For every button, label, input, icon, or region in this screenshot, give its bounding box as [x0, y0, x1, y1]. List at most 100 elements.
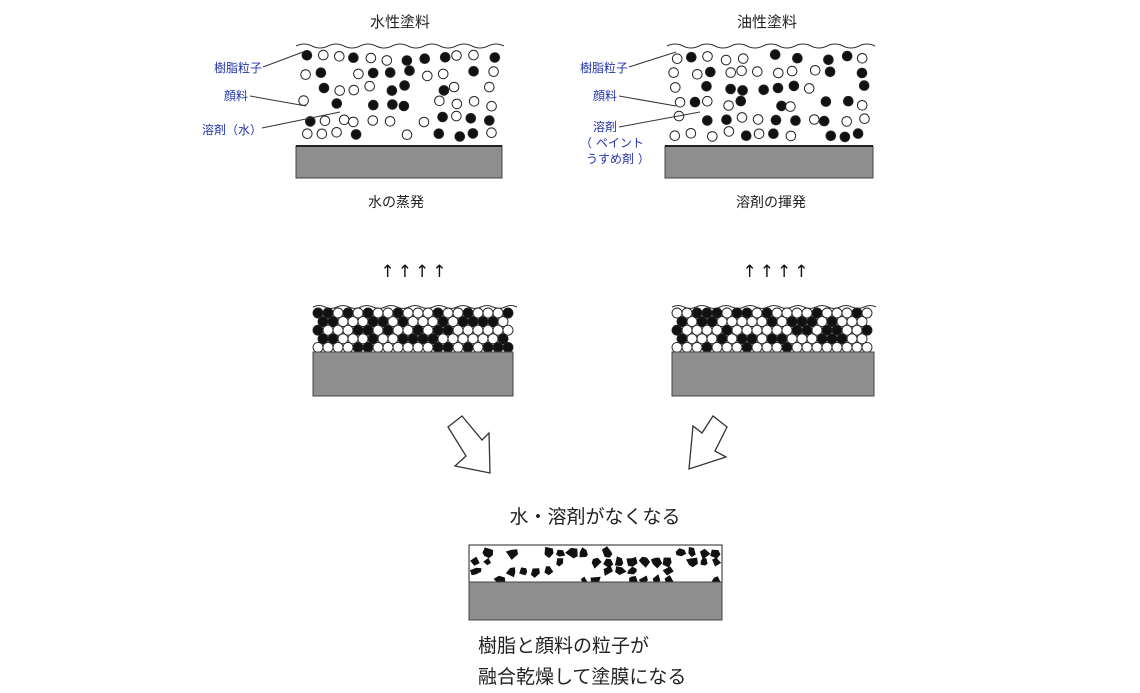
- particle: [841, 341, 853, 353]
- particle: [856, 67, 868, 79]
- particle: [401, 55, 413, 66]
- water-leader-resin: [262, 51, 304, 68]
- film-fragment: [470, 556, 480, 566]
- particle: [322, 341, 334, 353]
- water-paint-surface-wave: [295, 43, 505, 49]
- particle: [824, 66, 836, 78]
- particle: [752, 66, 763, 77]
- particle: [753, 128, 765, 140]
- particle: [398, 100, 410, 112]
- particle: [761, 341, 773, 353]
- particle: [825, 130, 837, 142]
- merge-caption: 水・溶剤がなくなる: [509, 506, 680, 528]
- particle: [841, 116, 853, 127]
- film-fragment: [505, 567, 516, 578]
- particle: [803, 83, 815, 94]
- oil-label-pigment: 顔料: [593, 88, 617, 103]
- film-fragment: [603, 558, 614, 568]
- film-fragment: [614, 556, 624, 567]
- water-up-arrows: ↑↑↑↑: [381, 262, 450, 282]
- particle: [841, 50, 853, 62]
- particle: [770, 114, 782, 126]
- particle: [851, 341, 863, 353]
- particle: [785, 130, 797, 142]
- fused-film-layer: [468, 544, 723, 586]
- particle: [350, 129, 362, 140]
- film-fragment: [688, 547, 696, 558]
- particle: [472, 341, 484, 353]
- particle: [468, 66, 479, 77]
- particle: [668, 67, 679, 78]
- particle: [442, 341, 454, 353]
- film-fragment: [675, 548, 687, 557]
- particle: [701, 81, 712, 92]
- particle: [809, 114, 820, 125]
- water-label-pigment: 顔料: [224, 88, 248, 103]
- film-fragment: [483, 557, 491, 566]
- particle: [365, 52, 377, 64]
- particle: [670, 82, 681, 93]
- particle: [820, 96, 832, 107]
- particle: [736, 65, 747, 77]
- oil-dense-layer: [671, 307, 873, 353]
- particle: [419, 53, 431, 65]
- film-fragment: [565, 547, 578, 559]
- film-fragment: [712, 557, 722, 567]
- particle: [439, 52, 451, 63]
- particle: [438, 85, 450, 96]
- particle: [486, 127, 497, 138]
- particle: [467, 128, 479, 139]
- particle: [686, 51, 697, 63]
- oil-dense-wave: [671, 305, 877, 309]
- particle: [843, 95, 854, 107]
- particle: [492, 341, 504, 353]
- oil-paint-substrate: [664, 145, 874, 179]
- particle: [681, 341, 693, 353]
- film-fragment: [662, 566, 674, 576]
- film-substrate: [468, 581, 723, 621]
- film-fragment: [650, 557, 663, 569]
- film-fragment: [626, 556, 638, 567]
- particle: [484, 115, 495, 126]
- particle: [751, 341, 763, 353]
- water-dense-substrate: [312, 351, 514, 397]
- particle: [741, 341, 753, 353]
- particle: [752, 114, 764, 125]
- particle: [786, 65, 798, 77]
- particle: [776, 100, 787, 112]
- film-fragment: [544, 566, 554, 576]
- particle: [702, 95, 713, 107]
- particle: [823, 54, 834, 66]
- film-fragment: [470, 567, 482, 576]
- particle: [434, 95, 445, 107]
- film-fragment: [580, 576, 588, 583]
- result-line-1: 樹脂と顔料の粒子が: [478, 635, 649, 657]
- particle: [468, 49, 479, 61]
- water-paint-particles: [298, 49, 501, 142]
- particle: [839, 131, 851, 143]
- particle: [454, 131, 466, 142]
- particle: [372, 341, 384, 353]
- particle: [399, 80, 410, 91]
- particle: [331, 98, 343, 109]
- particle: [392, 341, 404, 353]
- merge-arrow-right: [688, 415, 728, 470]
- particle: [302, 128, 313, 139]
- particle: [418, 116, 430, 128]
- particle: [334, 85, 346, 96]
- particle: [502, 341, 514, 353]
- particle: [692, 69, 703, 80]
- particle: [312, 341, 324, 353]
- film-fragment: [638, 556, 651, 568]
- particle: [315, 67, 327, 78]
- particle: [858, 80, 870, 91]
- film-fragment: [591, 557, 602, 569]
- particle: [685, 128, 697, 139]
- oil-up-arrows: ↑↑↑↑: [743, 262, 812, 282]
- oil-dense-substrate: [671, 351, 875, 397]
- particle: [689, 96, 701, 108]
- particle: [772, 82, 784, 94]
- particle: [437, 111, 448, 123]
- particle: [790, 115, 801, 126]
